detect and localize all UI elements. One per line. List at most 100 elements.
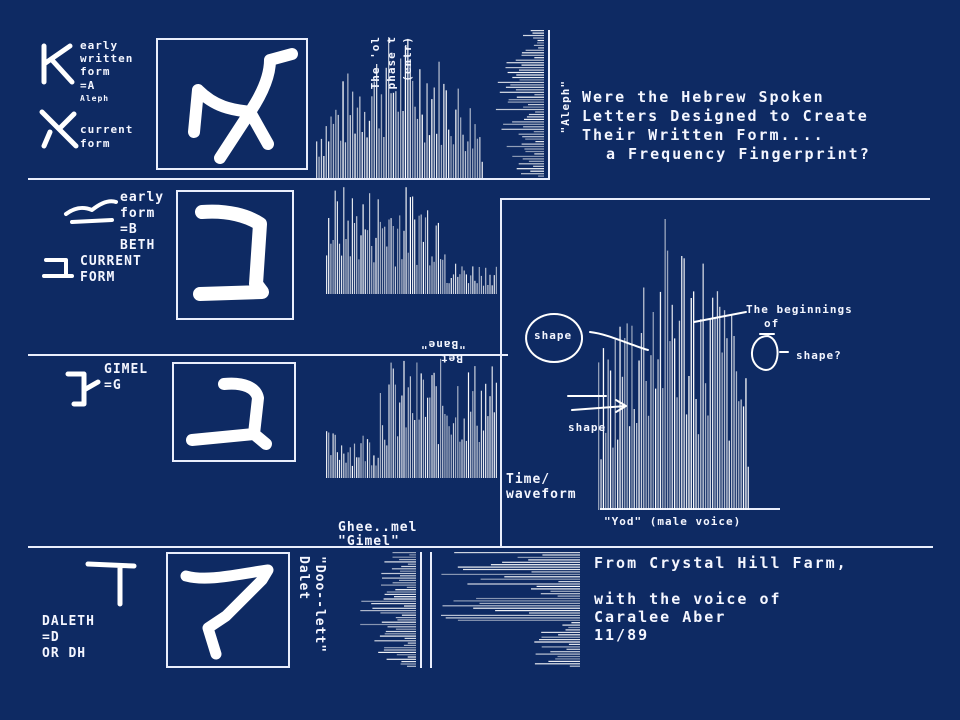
beth-spec-bar bbox=[332, 240, 334, 294]
aleph-spec-bar bbox=[419, 69, 421, 178]
yod-spec-bar bbox=[731, 314, 733, 510]
daleth-wave-bar bbox=[386, 591, 416, 593]
daleth-waveform bbox=[360, 552, 416, 667]
gimel-spec-bar bbox=[384, 439, 386, 478]
gimel-spec-bar bbox=[437, 444, 439, 478]
yod-time-label-line-1: Time/ bbox=[506, 472, 551, 487]
yod-spec-bar bbox=[681, 256, 683, 510]
gimel-spec-bar bbox=[467, 372, 470, 478]
daleth-wave-bar bbox=[386, 658, 416, 660]
beth-spec-bar bbox=[493, 275, 495, 294]
yod-spec-bar bbox=[707, 415, 709, 510]
yod-spec-bar bbox=[704, 383, 707, 510]
aleph-spec-bar bbox=[445, 90, 447, 178]
daleth-spec-bar bbox=[555, 658, 580, 660]
beth-spec-bar bbox=[418, 215, 420, 294]
aleph-spec-bar bbox=[356, 107, 359, 178]
daleth-wave-bar bbox=[404, 637, 416, 639]
aleph-wave-bar bbox=[521, 143, 544, 145]
divider-yod-top bbox=[500, 198, 930, 200]
beth-spec-bar bbox=[495, 266, 497, 294]
aleph-early-line-1: early bbox=[80, 39, 119, 52]
gimel-spec-bar bbox=[485, 383, 487, 478]
daleth-spec-bar bbox=[441, 614, 580, 616]
daleth-line-1: DALETH bbox=[42, 614, 95, 629]
aleph-wave-bar bbox=[528, 113, 544, 116]
yod-spec-bar bbox=[617, 439, 619, 510]
gimel-spec-bar bbox=[338, 459, 341, 478]
gimel-spec-bar bbox=[416, 362, 418, 478]
aleph-spec-bar bbox=[364, 111, 366, 178]
gimel-spec-bar bbox=[431, 375, 433, 478]
gimel-spectrogram bbox=[326, 358, 497, 478]
beth-current-line-2: FORM bbox=[80, 270, 116, 285]
divider-yod-left bbox=[500, 198, 502, 546]
yod-caption: "Yod" (male voice) bbox=[604, 515, 742, 528]
daleth-wave-bar bbox=[399, 579, 416, 581]
aleph-wave-bar bbox=[518, 163, 544, 165]
yod-spec-bar bbox=[685, 414, 688, 510]
gimel-spec-bar bbox=[495, 382, 497, 478]
aleph-spectrogram bbox=[316, 37, 483, 178]
aleph-wave-bar bbox=[521, 54, 544, 56]
daleth-divider-2 bbox=[430, 552, 432, 668]
credits-line-1: From Crystal Hill Farm, bbox=[594, 554, 848, 572]
aleph-wave-bar bbox=[515, 89, 544, 91]
beth-spec-bar bbox=[371, 246, 373, 294]
gimel-spectral-shape bbox=[186, 377, 272, 450]
yod-spec-bar bbox=[645, 381, 647, 510]
daleth-wave-bar bbox=[383, 598, 416, 600]
gimel-spec-bar bbox=[487, 416, 489, 478]
aleph-spec-bar bbox=[474, 124, 476, 178]
aleph-wave-bar bbox=[538, 47, 544, 49]
beth-spec-bar bbox=[379, 221, 381, 294]
aleph-wave-bar bbox=[519, 69, 544, 71]
gimel-spec-bar bbox=[418, 419, 420, 478]
daleth-wave-bar bbox=[360, 623, 416, 626]
yod-spec-bar bbox=[647, 415, 650, 510]
daleth-spec-bar bbox=[541, 631, 580, 633]
beth-spec-bar bbox=[478, 267, 480, 294]
daleth-spec-bar bbox=[566, 648, 580, 650]
beth-spec-bar bbox=[349, 256, 351, 294]
yod-spec-bar bbox=[643, 287, 645, 510]
daleth-spec-bar bbox=[457, 619, 580, 621]
aleph-vertical-label-3: (entr) bbox=[401, 36, 414, 82]
gimel-spec-bar bbox=[349, 447, 351, 478]
aleph-wave-bar bbox=[523, 126, 544, 128]
gimel-spec-bar bbox=[452, 423, 455, 478]
daleth-wave-bar bbox=[400, 663, 416, 665]
credits-line-2: with the voice of bbox=[594, 590, 782, 608]
gimel-spec-bar bbox=[433, 372, 435, 478]
yod-spec-bar bbox=[671, 304, 673, 510]
gimel-spec-bar bbox=[401, 395, 403, 478]
daleth-wave-bar bbox=[391, 568, 416, 570]
aleph-early-line-2: written bbox=[80, 52, 134, 65]
yod-spec-bar bbox=[633, 409, 635, 510]
gimel-spec-bar bbox=[397, 436, 399, 478]
daleth-spec-bar bbox=[473, 607, 580, 609]
beth-spec-bar bbox=[414, 219, 416, 294]
beth-spec-bar bbox=[375, 237, 377, 294]
aleph-wave-bar bbox=[512, 121, 544, 123]
aleph-wave-bar bbox=[506, 62, 544, 64]
daleth-wave-bar bbox=[382, 577, 416, 579]
aleph-spec-bar bbox=[325, 126, 327, 178]
beth-spec-bar bbox=[401, 259, 403, 294]
daleth-wave-bar bbox=[403, 644, 416, 646]
daleth-wave-bar bbox=[404, 605, 416, 607]
yod-spec-bar bbox=[733, 336, 735, 510]
yod-spec-bar bbox=[678, 320, 681, 510]
daleth-spec-bar bbox=[441, 573, 580, 575]
daleth-spec-bar bbox=[453, 600, 580, 602]
daleth-wave-bar bbox=[384, 593, 416, 595]
daleth-wave-bar bbox=[360, 610, 416, 612]
daleth-spec-bar bbox=[442, 605, 580, 607]
aleph-spec-bar bbox=[464, 151, 467, 178]
beth-spec-bar bbox=[397, 228, 399, 294]
aleph-spec-bar bbox=[378, 128, 380, 178]
daleth-spec-bar bbox=[528, 559, 580, 561]
yod-spec-bar bbox=[602, 348, 605, 510]
divider-aleph-right bbox=[548, 30, 550, 180]
aleph-spec-bar bbox=[390, 93, 392, 178]
